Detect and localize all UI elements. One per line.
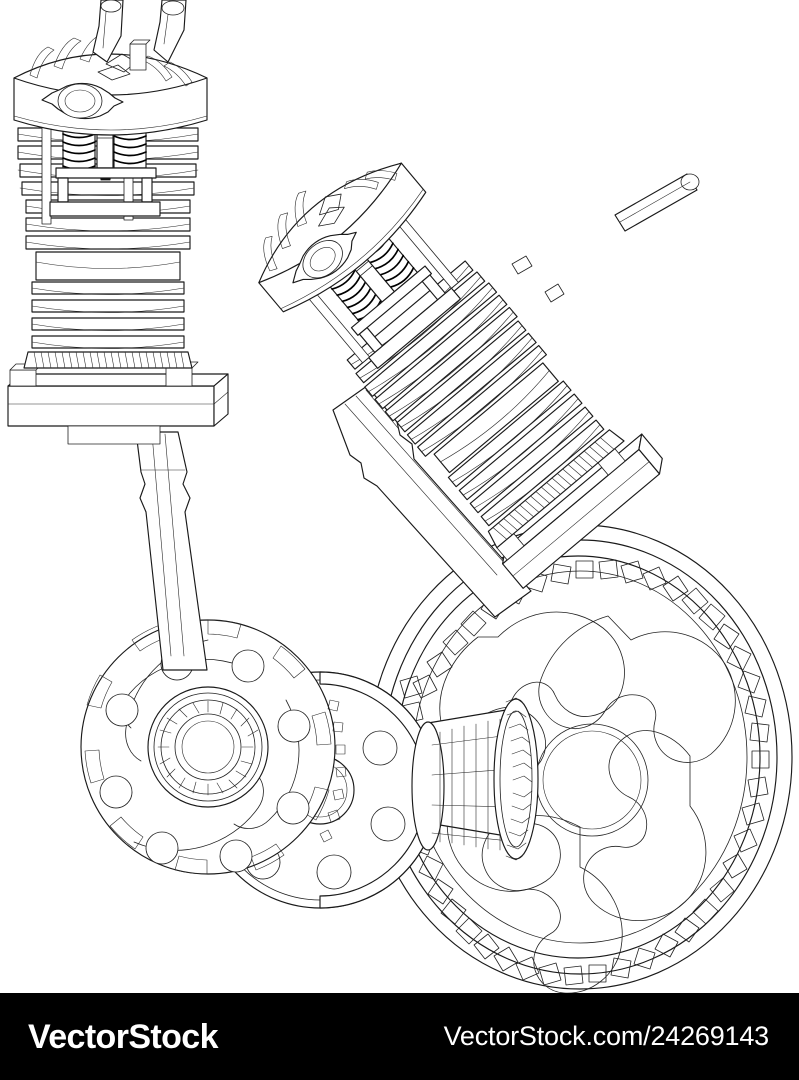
engine-line-drawing [7,0,793,993]
bearing-rollers [157,700,259,796]
rear-cylinder-assembly [258,162,663,589]
front-cylinder-head [13,33,208,136]
vectorstock-logo-text: VectorStock [28,1017,219,1056]
front-connecting-rod [135,431,208,671]
front-cylinder-assembly [7,0,229,445]
watermark-footer: VectorStock VectorStock.com/24269143 [0,993,799,1080]
rear-head-exhaust-stub [614,173,700,232]
rear-cylinder-fin-teeth [487,429,625,549]
front-cylinder-barrel [17,127,199,349]
fin-teeth-row [33,351,185,369]
left-flywheel-edge-teeth [319,699,347,843]
crank-flywheel-left [80,619,347,875]
rear-head-side-boss [292,231,357,284]
front-cylinder-fins-lower [23,351,193,369]
pinion-teeth [505,697,533,861]
pinion-shaft-gear [411,697,539,861]
front-cylinder-base [7,361,229,445]
vectorstock-url-text: VectorStock.com/24269143 [443,1021,770,1051]
rocker-cover-ribs [29,33,193,87]
head-side-boss [41,82,124,120]
rear-rocker-ribs [263,170,398,272]
rear-cylinder-head [258,162,427,313]
rear-head-valve-stems [511,255,565,303]
front-head-valve-stems [92,0,187,71]
crank-roller-bearing [147,686,269,808]
